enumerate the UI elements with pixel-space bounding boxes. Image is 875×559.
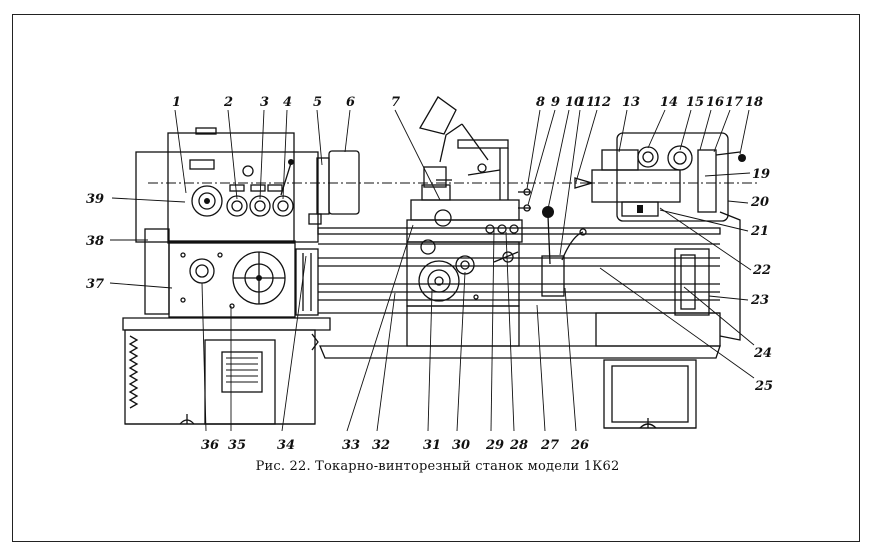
callout-label-13: 13 [622, 95, 640, 110]
callout-label-15: 15 [686, 95, 704, 110]
callout-label-19: 19 [752, 167, 770, 182]
callout-label-29: 29 [485, 438, 504, 453]
callout-label-8: 8 [536, 95, 545, 110]
callout-label-27: 27 [540, 438, 559, 453]
figure-caption: Рис. 22. Токарно-винторезный станок моде… [255, 459, 620, 474]
callout-label-10: 10 [565, 95, 583, 110]
headstock-cover [167, 132, 295, 244]
callout-label-30: 30 [452, 438, 470, 453]
callout-label-6: 6 [346, 95, 355, 110]
callout-label-31: 31 [423, 438, 441, 453]
callout-label-38: 38 [86, 234, 104, 249]
callout-label-32: 32 [372, 438, 390, 453]
callout-label-17: 17 [725, 95, 743, 110]
callout-label-33: 33 [342, 438, 360, 453]
callout-label-37: 37 [86, 277, 104, 292]
callout-label-5: 5 [313, 95, 322, 110]
callout-label-28: 28 [509, 438, 528, 453]
tailstock-body [591, 169, 681, 203]
bed-top [317, 227, 721, 235]
callout-label-36: 36 [201, 438, 219, 453]
callout-label-16: 16 [706, 95, 724, 110]
callout-label-26: 26 [570, 438, 589, 453]
callout-label-23: 23 [750, 293, 769, 308]
callout-label-1: 1 [172, 95, 181, 110]
callout-label-2: 2 [223, 95, 233, 110]
callout-label-35: 35 [228, 438, 246, 453]
callout-label-39: 39 [86, 192, 104, 207]
callout-label-12: 12 [593, 95, 611, 110]
callout-label-25: 25 [754, 379, 773, 394]
leader-lines [109, 109, 755, 432]
callout-label-34: 34 [277, 438, 295, 453]
headstock [135, 151, 319, 243]
chip-tray [319, 345, 721, 359]
callout-label-14: 14 [660, 95, 678, 110]
callout-label-4: 4 [283, 95, 292, 110]
left-pedestal [124, 329, 316, 425]
feed-gearbox [168, 240, 296, 318]
callout-label-3: 3 [260, 95, 269, 110]
callout-label-18: 18 [745, 95, 763, 110]
callout-label-24: 24 [753, 346, 772, 361]
callout-label-21: 21 [750, 224, 769, 239]
callout-label-20: 20 [750, 195, 769, 210]
callout-label-7: 7 [391, 95, 400, 110]
callout-label-22: 22 [752, 263, 771, 278]
lathe-illustration [122, 96, 760, 429]
callout-label-9: 9 [551, 95, 560, 110]
figure-frame [12, 14, 860, 542]
callout-label-11: 11 [577, 95, 595, 110]
right-pedestal [603, 359, 697, 429]
bed-end [674, 248, 710, 316]
